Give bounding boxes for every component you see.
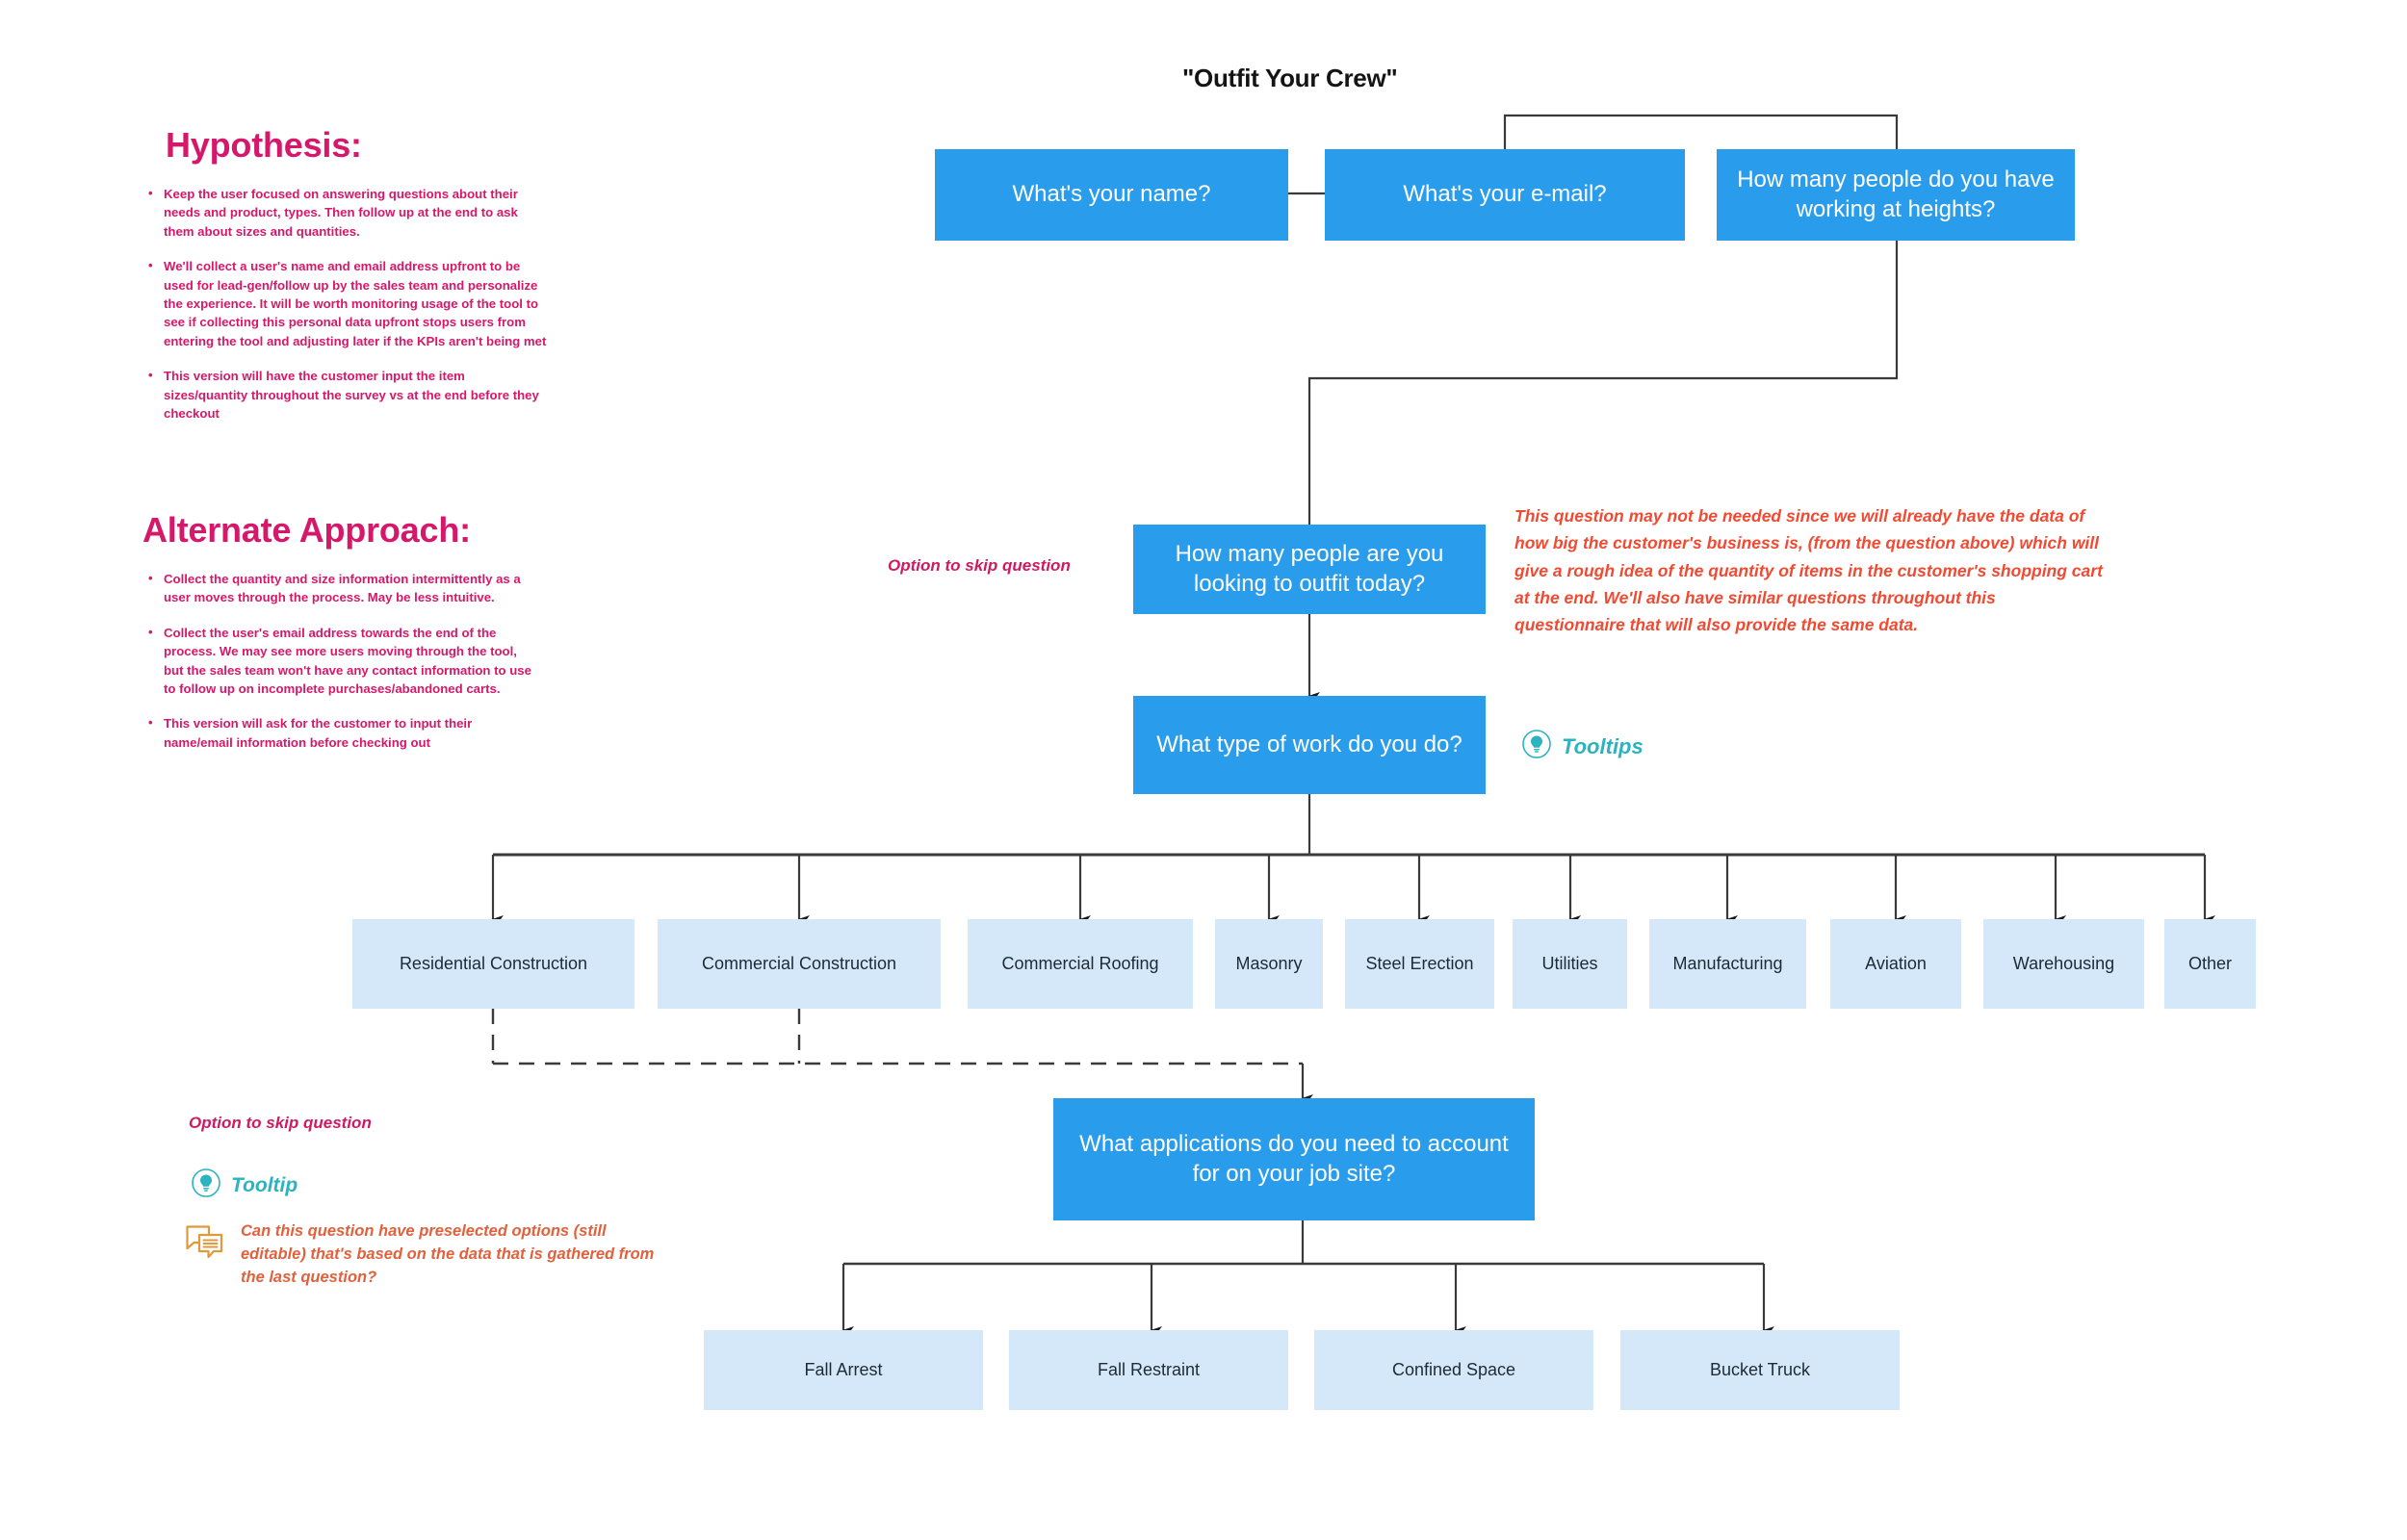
tooltips-marker[interactable]: Tooltips <box>1521 729 1643 764</box>
preselected-options-comment: Can this question have preselected optio… <box>185 1220 657 1290</box>
hypothesis-bullet: Keep the user focused on answering quest… <box>146 184 551 241</box>
hypothesis-bullet: This version will have the customer inpu… <box>146 366 551 423</box>
alternate-approach-bullet-list: Collect the quantity and size informatio… <box>146 569 531 768</box>
tooltip-label: Tooltip <box>231 1173 298 1196</box>
annotation-outfit-note: This question may not be needed since we… <box>1514 506 2103 635</box>
lightbulb-icon <box>191 1168 221 1203</box>
node-work-type-utilities[interactable]: Utilities <box>1513 919 1627 1009</box>
node-work-type-commercial-construction[interactable]: Commercial Construction <box>658 919 941 1009</box>
node-applications-question[interactable]: What applications do you need to account… <box>1053 1098 1535 1220</box>
wire-heights-to-outfit <box>1307 241 1899 543</box>
alternate-bullet: This version will ask for the customer t… <box>146 713 531 752</box>
lightbulb-icon <box>1521 729 1552 764</box>
node-work-type-commercial-roofing[interactable]: Commercial Roofing <box>968 919 1193 1009</box>
node-work-type-aviation[interactable]: Aviation <box>1830 919 1961 1009</box>
node-work-type-residential-construction[interactable]: Residential Construction <box>352 919 634 1009</box>
node-heights-question[interactable]: How many people do you have working at h… <box>1717 149 2075 241</box>
hypothesis-bullet: We'll collect a user's name and email ad… <box>146 256 551 350</box>
annotation-skip-question-bottom: Option to skip question <box>189 1114 372 1132</box>
node-work-type-other[interactable]: Other <box>2164 919 2256 1009</box>
hypothesis-bullet-list: Keep the user focused on answering quest… <box>146 184 551 439</box>
node-email-question[interactable]: What's your e-mail? <box>1325 149 1685 241</box>
node-work-type-question[interactable]: What type of work do you do? <box>1133 696 1486 794</box>
node-application-fall-arrest[interactable]: Fall Arrest <box>704 1330 983 1410</box>
diagram-title: "Outfit Your Crew" <box>1182 64 1398 92</box>
node-work-type-manufacturing[interactable]: Manufacturing <box>1649 919 1806 1009</box>
node-work-type-masonry[interactable]: Masonry <box>1215 919 1323 1009</box>
tooltips-label: Tooltips <box>1562 733 1643 758</box>
hypothesis-heading: Hypothesis: <box>166 125 362 165</box>
comment-bubbles-icon <box>185 1224 225 1266</box>
alternate-approach-heading: Alternate Approach: <box>142 510 471 550</box>
node-name-question[interactable]: What's your name? <box>935 149 1288 241</box>
node-outfit-question[interactable]: How many people are you looking to outfi… <box>1133 525 1486 614</box>
node-application-fall-restraint[interactable]: Fall Restraint <box>1009 1330 1288 1410</box>
wire-email-to-heights <box>1503 114 1907 158</box>
node-work-type-steel-erection[interactable]: Steel Erection <box>1345 919 1494 1009</box>
alternate-bullet: Collect the quantity and size informatio… <box>146 569 531 607</box>
node-application-bucket-truck[interactable]: Bucket Truck <box>1620 1330 1900 1410</box>
annotation-skip-question-top: Option to skip question <box>888 556 1071 575</box>
tooltip-marker[interactable]: Tooltip <box>191 1168 298 1203</box>
alternate-bullet: Collect the user's email address towards… <box>146 623 531 699</box>
preselected-options-note: Can this question have preselected optio… <box>241 1222 655 1286</box>
node-application-confined-space[interactable]: Confined Space <box>1314 1330 1593 1410</box>
node-work-type-warehousing[interactable]: Warehousing <box>1983 919 2144 1009</box>
